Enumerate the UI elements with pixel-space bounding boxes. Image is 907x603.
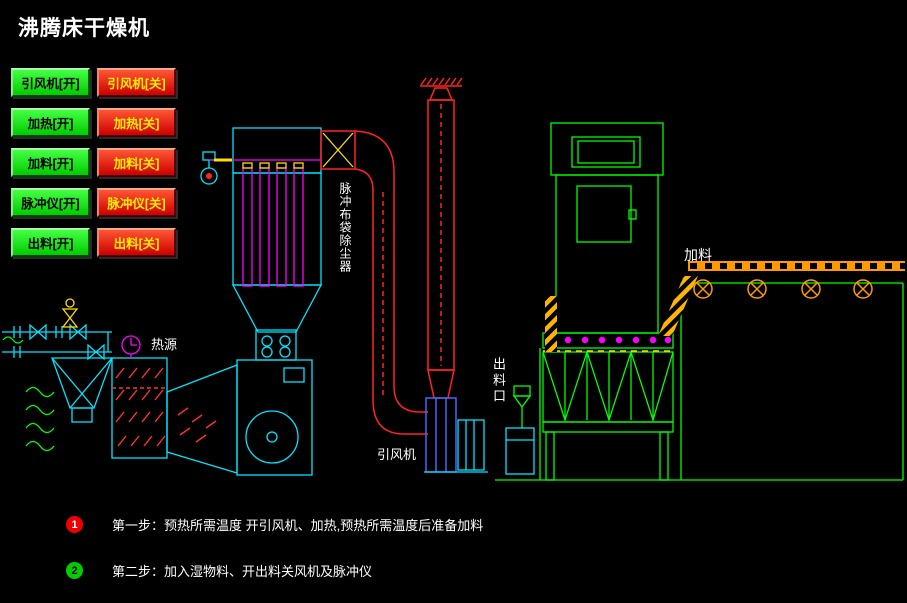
feed-conveyor <box>688 261 905 299</box>
nozzle-dots <box>547 336 672 344</box>
feeder-on-button[interactable]: 加料[开] <box>11 148 90 177</box>
dryer-tower <box>495 122 904 481</box>
conveyor-rollers <box>693 279 873 299</box>
step-2-text: 第二步：加入湿物料、开出料关风机及脉冲仪 <box>112 564 373 579</box>
fan-on-button[interactable]: 引风机[开] <box>11 68 90 97</box>
discharge-port-label: 出料口 <box>491 357 506 405</box>
inspection-door <box>576 185 632 243</box>
discharge-on-button[interactable]: 出料[开] <box>11 228 90 257</box>
heat-source-unit <box>2 298 238 474</box>
induced-draft-fan-label: 引风机 <box>377 447 417 462</box>
feed-label: 加料 <box>684 247 712 263</box>
step-1-badge: 1 <box>66 516 83 533</box>
heater-off-button[interactable]: 加热[关] <box>97 108 176 137</box>
filter-bags <box>209 159 321 287</box>
heat-source-label: 热源 <box>151 337 178 352</box>
flame-marks <box>2 336 55 452</box>
page-title: 沸腾床干燥机 <box>18 17 150 40</box>
valve-icon <box>61 298 79 328</box>
dust-collector-label: 脉冲布袋除尘器 <box>338 182 352 273</box>
duct-brace-icon <box>322 132 354 168</box>
control-button-panel: 引风机[开] 引风机[关] 加热[开] 加热[关] 加料[开] 加料[关] 脉冲… <box>11 68 176 257</box>
feeder-off-button[interactable]: 加料[关] <box>97 148 176 177</box>
discharge-unit <box>505 385 535 475</box>
fan-off-button[interactable]: 引风机[关] <box>97 68 176 97</box>
step-1-row: 1 第一步：预热所需温度 开引风机、加热,预热所需温度后准备加料 <box>66 515 483 534</box>
furnace-heat-marks <box>112 367 217 447</box>
step-1-text: 第一步：预热所需温度 开引风机、加热,预热所需温度后准备加料 <box>112 518 484 533</box>
exhaust-duct-and-chimney <box>320 77 463 435</box>
induced-draft-fan <box>424 397 488 473</box>
gauge-icon <box>121 335 141 358</box>
step-2-row: 2 第二步：加入湿物料、开出料关风机及脉冲仪 <box>66 561 372 580</box>
pulse-off-button[interactable]: 脉冲仪[关] <box>97 188 176 217</box>
heater-on-button[interactable]: 加热[开] <box>11 108 90 137</box>
dust-collector <box>200 127 323 476</box>
discharge-off-button[interactable]: 出料[关] <box>97 228 176 257</box>
hazard-stripes <box>545 276 698 352</box>
step-2-badge: 2 <box>66 562 83 579</box>
pulse-on-button[interactable]: 脉冲仪[开] <box>11 188 90 217</box>
